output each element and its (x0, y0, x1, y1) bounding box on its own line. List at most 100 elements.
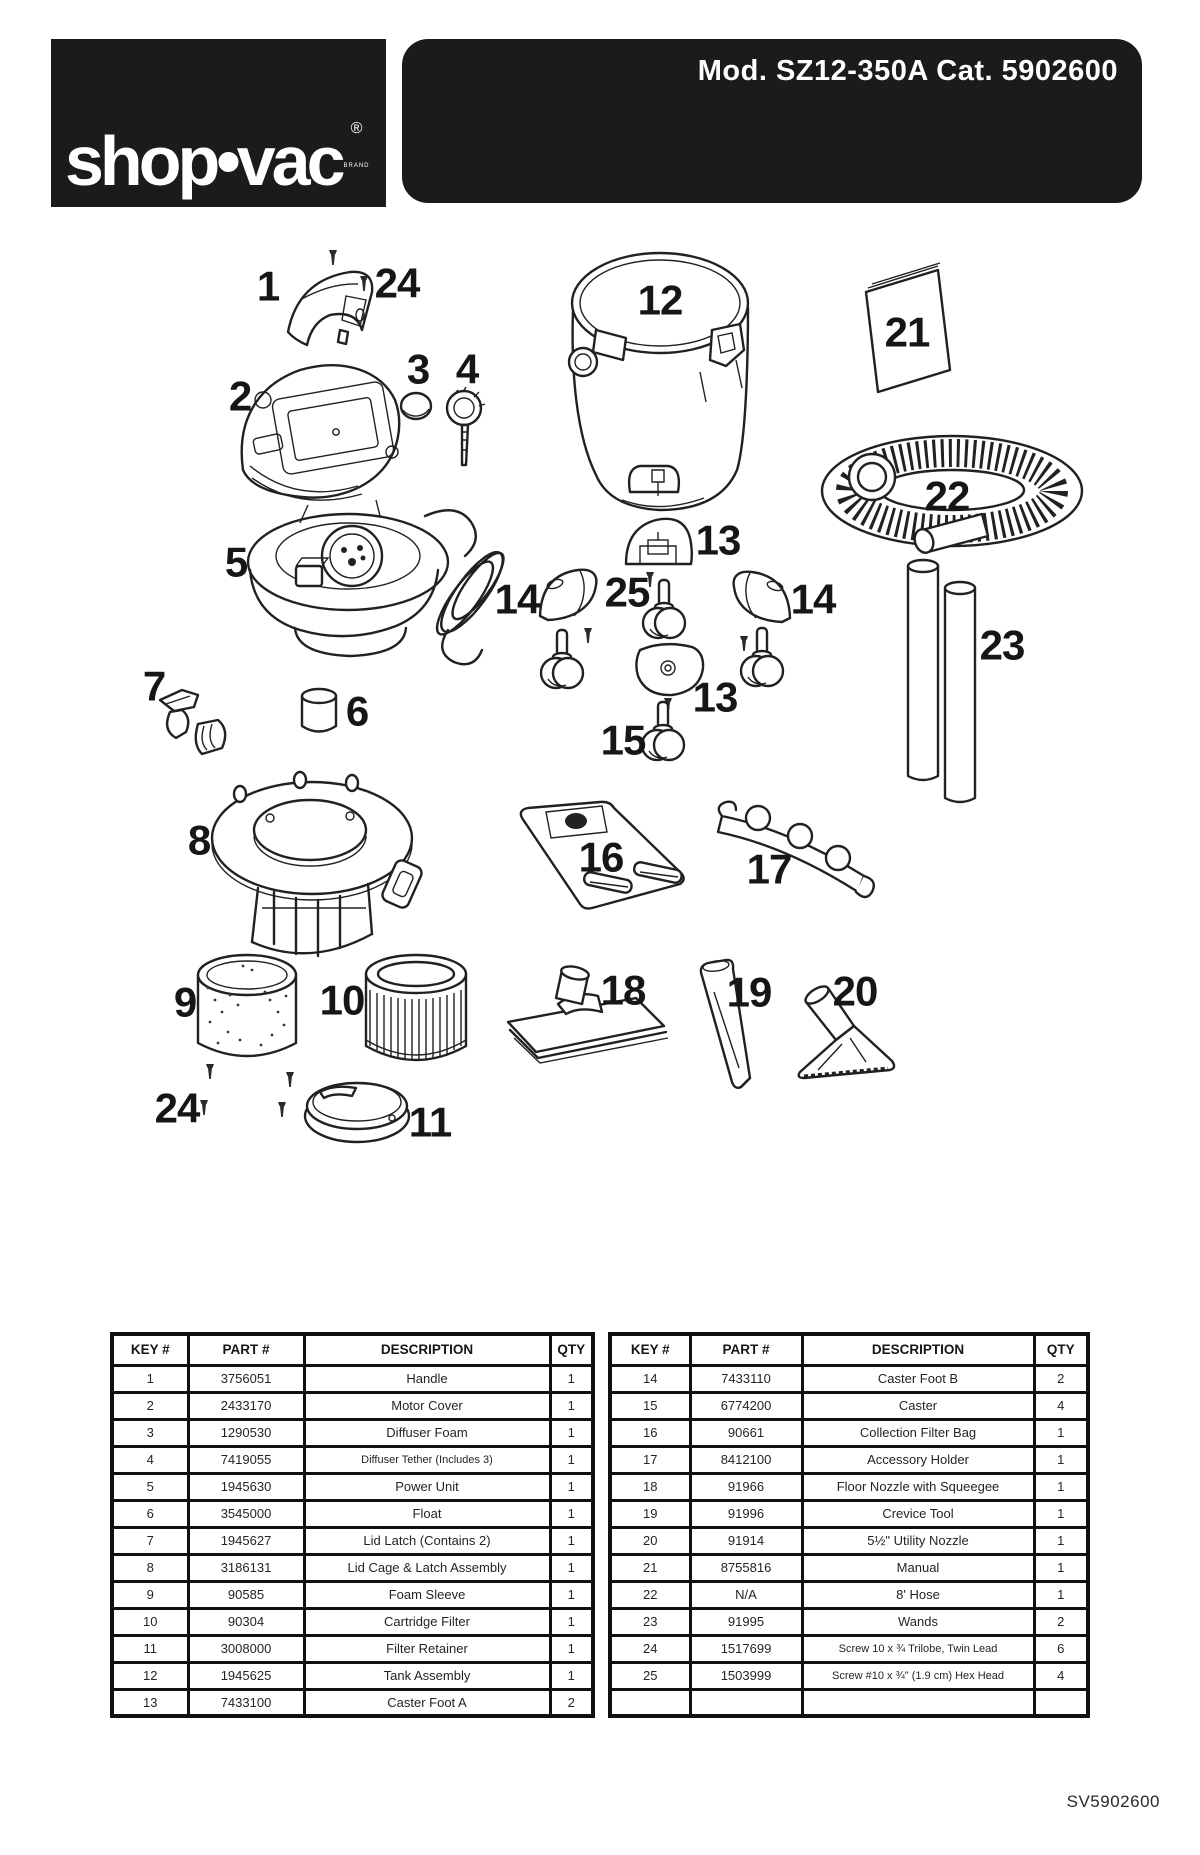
callout-23: 23 (980, 622, 1025, 669)
callout-9: 9 (174, 979, 196, 1026)
cell: Caster Foot A (302, 1687, 552, 1718)
cell: Floor Nozzle with Squeegee (800, 1471, 1036, 1502)
cell: 1 (548, 1633, 595, 1664)
callout-16: 16 (579, 834, 624, 881)
cell: Diffuser Foam (302, 1417, 552, 1448)
table-row (608, 1687, 1090, 1718)
cell: 1 (1032, 1444, 1090, 1475)
col-part: PART # (688, 1332, 804, 1367)
cell: 1 (1032, 1552, 1090, 1583)
cell: 1 (548, 1552, 595, 1583)
part-caster-foot-b-right (732, 570, 792, 624)
cell: 6 (1032, 1633, 1090, 1664)
cell: 25 (608, 1660, 692, 1691)
cell (800, 1687, 1036, 1718)
cell: 20 (608, 1525, 692, 1556)
cell: Foam Sleeve (302, 1579, 552, 1610)
part-caster-foot-b-left (538, 568, 598, 643)
cell: 7433100 (186, 1687, 306, 1718)
col-qty: QTY (548, 1332, 595, 1367)
cell: 6774200 (688, 1390, 804, 1421)
cell: 3 (110, 1417, 190, 1448)
cell: 1290530 (186, 1417, 306, 1448)
cell: 1 (548, 1498, 595, 1529)
cell: Cartridge Filter (302, 1606, 552, 1637)
cell: 1 (548, 1525, 595, 1556)
callout-13b: 13 (693, 674, 738, 721)
callout-11: 11 (409, 1099, 452, 1146)
cell: 1 (548, 1579, 595, 1610)
cell: Manual (800, 1552, 1036, 1583)
cell: 19 (608, 1498, 692, 1529)
cell: Screw #10 x ¾" (1.9 cm) Hex Head (800, 1660, 1036, 1691)
col-qty: QTY (1032, 1332, 1090, 1367)
cell: 4 (110, 1444, 190, 1475)
screw-glyph (740, 636, 748, 651)
part-utility-nozzle (797, 985, 896, 1080)
cell: 90661 (688, 1417, 804, 1448)
cell: 1517699 (688, 1633, 804, 1664)
callout-21: 21 (885, 309, 930, 356)
part-lid-latch (158, 688, 227, 756)
cell: 2 (110, 1390, 190, 1421)
callout-19: 19 (727, 969, 772, 1016)
cell: Caster Foot B (800, 1363, 1036, 1394)
cell: Power Unit (302, 1471, 552, 1502)
cell: 1 (548, 1606, 595, 1637)
document-code: SV5902600 (1066, 1792, 1160, 1811)
brand-sub-label: BRAND (343, 163, 370, 169)
registered-mark: ® (350, 120, 363, 137)
callout-25: 25 (605, 569, 650, 616)
part-caster-left (539, 628, 585, 690)
callout-3: 3 (407, 346, 429, 393)
callout-2: 2 (229, 373, 251, 420)
callout-10: 10 (320, 977, 365, 1024)
part-lid-cage (210, 770, 423, 958)
cell: Handle (302, 1363, 552, 1394)
cell: 1 (1032, 1471, 1090, 1502)
callout-5: 5 (225, 539, 248, 586)
cell: Lid Latch (Contains 2) (302, 1525, 552, 1556)
cell: Lid Cage & Latch Assembly (302, 1552, 552, 1583)
cell: 91966 (688, 1471, 804, 1502)
cell: 15 (608, 1390, 692, 1421)
cell: Float (302, 1498, 552, 1529)
cell: 16 (608, 1417, 692, 1448)
cell: 22 (608, 1579, 692, 1610)
cell: 2 (548, 1687, 595, 1718)
part-float (300, 687, 338, 733)
brand-logo-box: shop•vac® BRAND (51, 39, 386, 207)
cell: 7 (110, 1525, 190, 1556)
cell: 91996 (688, 1498, 804, 1529)
brand-name: shop•vac (65, 122, 346, 200)
cell: Motor Cover (302, 1390, 552, 1421)
cell: 1 (548, 1444, 595, 1475)
cell: 1 (548, 1390, 595, 1421)
cell: 14 (608, 1363, 692, 1394)
cell: 3545000 (186, 1498, 306, 1529)
part-accessory-holder (716, 800, 875, 899)
part-wands (906, 558, 977, 804)
cell: 2 (1032, 1606, 1090, 1637)
callout-7: 7 (143, 663, 165, 710)
callout-14b: 14 (791, 576, 837, 623)
cell: 91914 (688, 1525, 804, 1556)
cell: Tank Assembly (302, 1660, 552, 1691)
cell: 13 (110, 1687, 190, 1718)
cell: 2 (1032, 1363, 1090, 1394)
cell: 18 (608, 1471, 692, 1502)
col-desc: DESCRIPTION (302, 1332, 552, 1367)
cell: 10 (110, 1606, 190, 1637)
col-desc: DESCRIPTION (800, 1332, 1036, 1367)
